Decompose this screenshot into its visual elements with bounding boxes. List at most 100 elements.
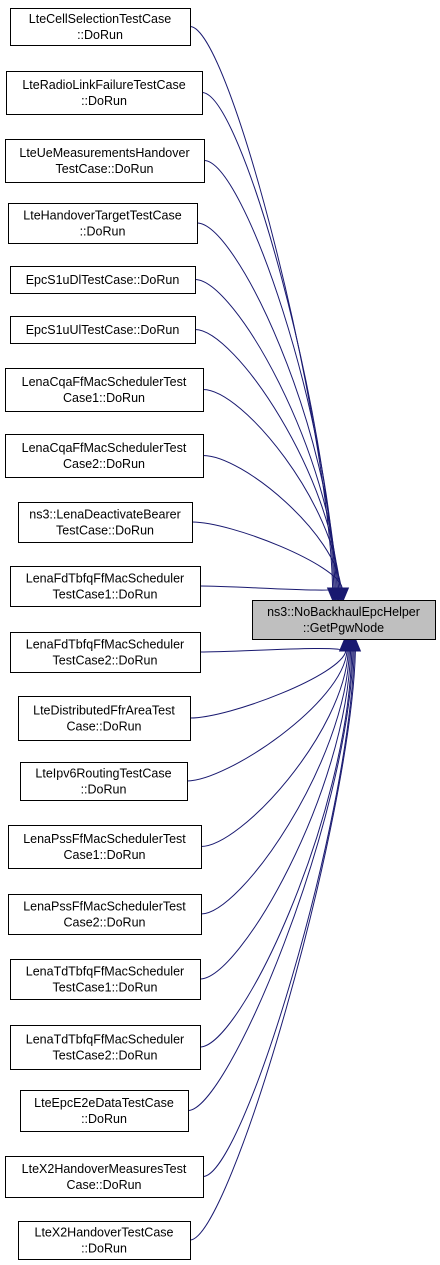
- caller-node[interactable]: LteHandoverTargetTestCase::DoRun: [8, 203, 198, 244]
- node-box: [8, 203, 198, 244]
- node-box: [10, 1025, 201, 1070]
- nodes-layer: LteCellSelectionTestCase::DoRunLteRadioL…: [5, 8, 436, 1260]
- caller-node[interactable]: LteCellSelectionTestCase::DoRun: [10, 8, 191, 46]
- node-label-line: LenaCqaFfMacSchedulerTest: [22, 375, 187, 389]
- node-label-line: ::DoRun: [80, 225, 126, 239]
- node-label-line: TestCase2::DoRun: [53, 654, 158, 668]
- node-box: [8, 825, 202, 869]
- node-box: [5, 368, 204, 412]
- node-label-line: EpcS1uUlTestCase::DoRun: [26, 323, 180, 337]
- call-edge: [202, 650, 355, 1177]
- node-label-line: TestCase1::DoRun: [53, 981, 158, 995]
- call-edge: [202, 389, 341, 589]
- node-label-line: LteEpcE2eDataTestCase: [34, 1096, 174, 1110]
- node-label-line: LenaPssFfMacSchedulerTest: [23, 900, 186, 914]
- node-box: [10, 632, 201, 673]
- call-edge: [187, 650, 354, 1111]
- caller-node[interactable]: LteEpcE2eDataTestCase::DoRun: [20, 1090, 189, 1132]
- node-box: [6, 71, 203, 115]
- node-label-line: LteX2HandoverMeasuresTest: [22, 1162, 187, 1176]
- arrowhead: [349, 637, 362, 652]
- call-edge: [199, 650, 352, 980]
- node-label-line: LenaFdTbfqFfMacScheduler: [26, 638, 184, 652]
- caller-node[interactable]: LteIpv6RoutingTestCase::DoRun: [20, 762, 188, 801]
- node-box: [18, 696, 191, 741]
- node-label-line: LteDistributedFfrAreaTest: [33, 704, 175, 718]
- call-edge: [189, 650, 347, 719]
- node-label-line: LteHandoverTargetTestCase: [23, 209, 181, 223]
- call-edge: [191, 521, 343, 589]
- call-edge: [202, 455, 342, 589]
- edges-layer: [186, 26, 362, 1241]
- node-label-line: Case::DoRun: [66, 720, 141, 734]
- call-edge: [194, 279, 338, 589]
- node-label-line: ::DoRun: [81, 783, 127, 797]
- call-edge: [196, 222, 337, 589]
- node-label-line: LenaPssFfMacSchedulerTest: [23, 832, 186, 846]
- node-label-line: Case2::DoRun: [63, 457, 145, 471]
- node-box: [5, 434, 204, 478]
- node-label-line: LteCellSelectionTestCase: [29, 12, 171, 26]
- arrowhead: [337, 587, 350, 602]
- node-label-line: Case1::DoRun: [64, 848, 146, 862]
- node-label-line: ns3::NoBackhaulEpcHelper: [267, 605, 420, 619]
- node-label-line: Case::DoRun: [66, 1178, 141, 1192]
- call-edge: [200, 650, 350, 915]
- call-edge: [194, 329, 340, 589]
- call-edge: [199, 650, 353, 1048]
- node-box: [5, 139, 205, 183]
- call-edge: [199, 585, 344, 591]
- caller-node[interactable]: EpcS1uUlTestCase::DoRun: [10, 316, 196, 344]
- node-label-line: EpcS1uDlTestCase::DoRun: [26, 273, 180, 287]
- node-label-line: TestCase::DoRun: [56, 162, 154, 176]
- node-label-line: LenaFdTbfqFfMacScheduler: [26, 572, 184, 586]
- node-box: [10, 8, 191, 46]
- node-label-line: TestCase::DoRun: [56, 524, 154, 538]
- node-label-line: ::DoRun: [81, 94, 127, 108]
- call-edge: [189, 650, 356, 1241]
- node-box: [10, 959, 201, 1000]
- node-label-line: TestCase2::DoRun: [53, 1049, 158, 1063]
- target-node[interactable]: ns3::NoBackhaulEpcHelper::GetPgwNode: [252, 600, 436, 640]
- node-label-line: LenaCqaFfMacSchedulerTest: [22, 441, 187, 455]
- node-box: [20, 1090, 189, 1132]
- node-label-line: LteUeMeasurementsHandover: [19, 146, 189, 160]
- node-label-line: ::GetPgwNode: [303, 621, 384, 635]
- caller-node[interactable]: EpcS1uDlTestCase::DoRun: [10, 266, 196, 294]
- node-label-line: ::DoRun: [77, 28, 123, 42]
- call-edge: [189, 26, 334, 589]
- node-box: [8, 894, 202, 935]
- node-label-line: Case1::DoRun: [63, 391, 145, 405]
- node-box: [18, 502, 193, 543]
- node-label-line: LenaTdTbfqFfMacScheduler: [26, 965, 184, 979]
- node-label-line: LteIpv6RoutingTestCase: [35, 767, 171, 781]
- node-label-line: LteRadioLinkFailureTestCase: [22, 78, 185, 92]
- node-label-line: ::DoRun: [81, 1112, 127, 1126]
- call-edge: [199, 648, 346, 653]
- call-edge: [201, 92, 335, 589]
- node-label-line: LenaTdTbfqFfMacScheduler: [26, 1033, 184, 1047]
- node-box: [252, 600, 436, 640]
- node-box: [10, 316, 196, 344]
- node-box: [20, 762, 188, 801]
- caller-node[interactable]: LteX2HandoverTestCase::DoRun: [18, 1221, 191, 1260]
- call-edge: [186, 650, 348, 782]
- caller-node[interactable]: LteRadioLinkFailureTestCase::DoRun: [6, 71, 203, 115]
- node-box: [5, 1156, 204, 1198]
- call-edge: [200, 650, 349, 847]
- node-box: [10, 566, 201, 607]
- node-label-line: LteX2HandoverTestCase: [35, 1226, 174, 1240]
